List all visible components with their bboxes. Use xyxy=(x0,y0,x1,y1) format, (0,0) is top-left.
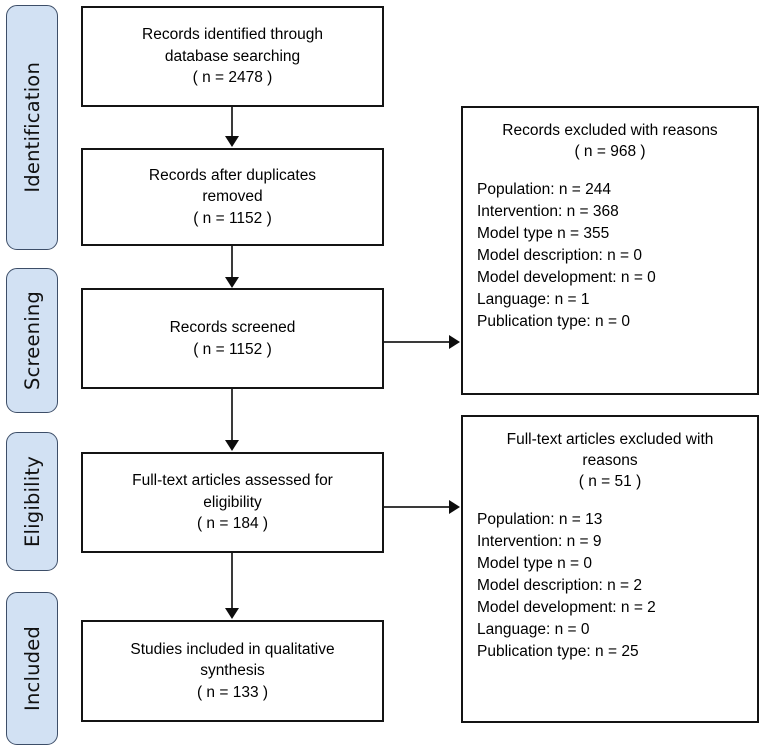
connector-fulltext-to-included xyxy=(231,553,233,609)
flow-box-records-after-duplicates: Records after duplicates removed ( n = 1… xyxy=(81,148,384,246)
connector-duplicates-to-screened xyxy=(231,246,233,277)
stage-pill-screening: Screening xyxy=(6,268,58,413)
exclusion-reason-language: Language: n = 0 xyxy=(477,621,590,639)
exclusion-reason-model-development: Model development: n = 0 xyxy=(477,269,656,287)
stage-pill-identification: Identification xyxy=(6,5,58,250)
arrow-down-icon xyxy=(225,440,239,451)
exclusion-reason-model-type: Model type n = 0 xyxy=(477,555,593,573)
flow-box-records-identified-text: Records identified through database sear… xyxy=(142,26,323,87)
flow-box-studies-included: Studies included in qualitative synthesi… xyxy=(81,620,384,722)
stage-pill-included: Included xyxy=(6,592,58,745)
spacer xyxy=(477,492,743,509)
exclusion-reason-publication-type: Publication type: n = 0 xyxy=(477,313,630,331)
flow-box-fulltext-assessed: Full-text articles assessed for eligibil… xyxy=(81,452,384,553)
exclusion-reason-population: Population: n = 244 xyxy=(477,181,612,199)
exclusion-reason-model-development: Model development: n = 2 xyxy=(477,599,656,617)
spacer xyxy=(477,162,743,179)
stage-label-eligibility: Eligibility xyxy=(20,456,44,547)
exclusion-reason-language: Language: n = 1 xyxy=(477,291,590,309)
exclusion-box-fulltext-excluded-heading: Full-text articles excluded with reasons… xyxy=(506,431,714,491)
flow-box-records-screened-text: Records screened ( n = 1152 ) xyxy=(169,319,296,358)
stage-label-included: Included xyxy=(20,626,44,711)
exclusion-reason-intervention: Intervention: n = 368 xyxy=(477,203,619,221)
exclusion-reason-model-description: Model description: n = 2 xyxy=(477,577,642,595)
exclusion-box-records-excluded-heading: Records excluded with reasons ( n = 968 … xyxy=(502,122,718,161)
stage-pill-eligibility: Eligibility xyxy=(6,432,58,571)
flow-box-records-after-duplicates-text: Records after duplicates removed ( n = 1… xyxy=(148,166,317,227)
exclusion-reason-population: Population: n = 13 xyxy=(477,511,603,529)
flow-box-studies-included-text: Studies included in qualitative synthesi… xyxy=(130,640,335,701)
exclusion-reason-model-type: Model type n = 355 xyxy=(477,225,610,243)
exclusion-box-records-excluded: Records excluded with reasons ( n = 968 … xyxy=(461,106,759,395)
exclusion-reason-publication-type: Publication type: n = 25 xyxy=(477,643,639,661)
stage-label-identification: Identification xyxy=(20,62,44,193)
exclusion-box-fulltext-excluded: Full-text articles excluded with reasons… xyxy=(461,415,759,723)
arrow-down-icon xyxy=(225,277,239,288)
connector-fulltext-to-excluded xyxy=(384,506,450,508)
exclusion-reason-intervention: Intervention: n = 9 xyxy=(477,533,602,551)
arrow-right-icon xyxy=(449,500,460,514)
stage-label-screening: Screening xyxy=(20,291,44,390)
arrow-down-icon xyxy=(225,136,239,147)
connector-screened-to-excluded xyxy=(384,341,450,343)
flow-box-records-identified: Records identified through database sear… xyxy=(81,6,384,107)
flow-box-fulltext-assessed-text: Full-text articles assessed for eligibil… xyxy=(132,472,333,533)
flow-box-records-screened: Records screened ( n = 1152 ) xyxy=(81,288,384,389)
connector-identified-to-duplicates xyxy=(231,107,233,137)
arrow-down-icon xyxy=(225,608,239,619)
connector-screened-to-fulltext xyxy=(231,389,233,441)
arrow-right-icon xyxy=(449,335,460,349)
exclusion-reason-list-fulltext: Population: n = 13 Intervention: n = 9 M… xyxy=(477,509,743,663)
exclusion-reason-list-records: Population: n = 244 Intervention: n = 36… xyxy=(477,179,743,333)
exclusion-reason-model-description: Model description: n = 0 xyxy=(477,247,642,265)
